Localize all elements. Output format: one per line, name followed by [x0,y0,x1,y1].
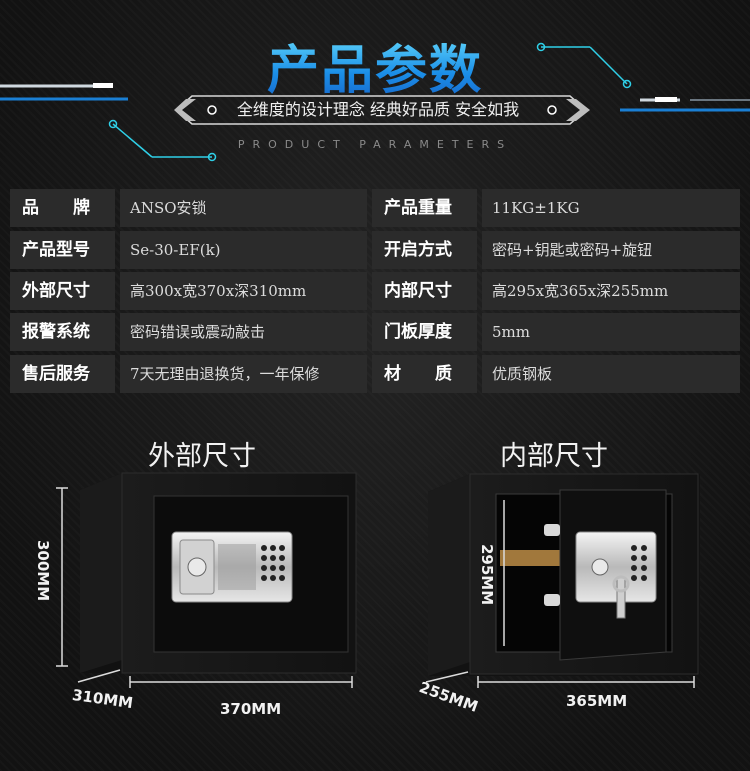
outer-dimensions-title: 外部尺寸 [148,441,256,472]
spec-row: 报警系统 密码错误或震动敲击 门板厚度 5mm [10,313,740,351]
spec-row: 售后服务 7天无理由退换货，一年保修 材 质 优质钢板 [10,355,740,393]
slogan-text: 全维度的设计理念 经典好品质 安全如我 [236,100,520,119]
spec-value: 密码+钥匙或密码+旋钮 [482,231,740,269]
right-deco-lines [536,42,750,112]
outer-width-label: 370MM [220,700,282,718]
spec-row: 外部尺寸 高300x宽370x深310mm 内部尺寸 高295x宽365x深25… [10,272,740,310]
spec-label: 产品重量 [372,189,477,227]
spec-label: 门板厚度 [372,313,477,351]
spec-row: 品 牌 ANSO安锁 产品重量 11KG±1KG [10,189,740,227]
spec-label: 外部尺寸 [10,272,115,310]
spec-label: 品 牌 [10,189,115,227]
inner-safe-image [425,473,700,688]
spec-value: 11KG±1KG [482,189,740,227]
spec-label: 材 质 [372,355,477,393]
slogan-banner: 全维度的设计理念 经典好品质 安全如我 [178,92,578,128]
spec-label: 开启方式 [372,231,477,269]
inner-height-label: 295MM [478,544,496,606]
spec-row: 产品型号 Se-30-EF(k) 开启方式 密码+钥匙或密码+旋钮 [10,231,740,269]
outer-safe-image [56,472,357,688]
spec-value: 优质钢板 [482,355,740,393]
spec-label: 报警系统 [10,313,115,351]
open-door [544,489,667,661]
inner-dimensions-title: 内部尺寸 [500,441,608,472]
product-illustrations [56,472,700,688]
spec-value: Se-30-EF(k) [120,231,367,269]
spec-value: 5mm [482,313,740,351]
page-title: 产品参数 [0,28,750,103]
spec-value: 高300x宽370x深310mm [120,272,367,310]
keypad-panel [171,531,293,603]
inner-width-label: 365MM [566,692,628,710]
spec-label: 产品型号 [10,231,115,269]
spec-label: 售后服务 [10,355,115,393]
spec-value: 密码错误或震动敲击 [120,313,367,351]
spec-value: 高295x宽365x深255mm [482,272,740,310]
spec-label: 内部尺寸 [372,272,477,310]
slogan-frame [174,95,590,125]
page-subtitle: PRODUCT PARAMETERS [237,138,513,151]
spec-value: ANSO安锁 [120,189,367,227]
left-deco-lines [0,83,217,162]
spec-value: 7天无理由退换货，一年保修 [120,355,367,393]
header-decoration [0,42,750,162]
outer-height-label: 300MM [34,540,52,602]
